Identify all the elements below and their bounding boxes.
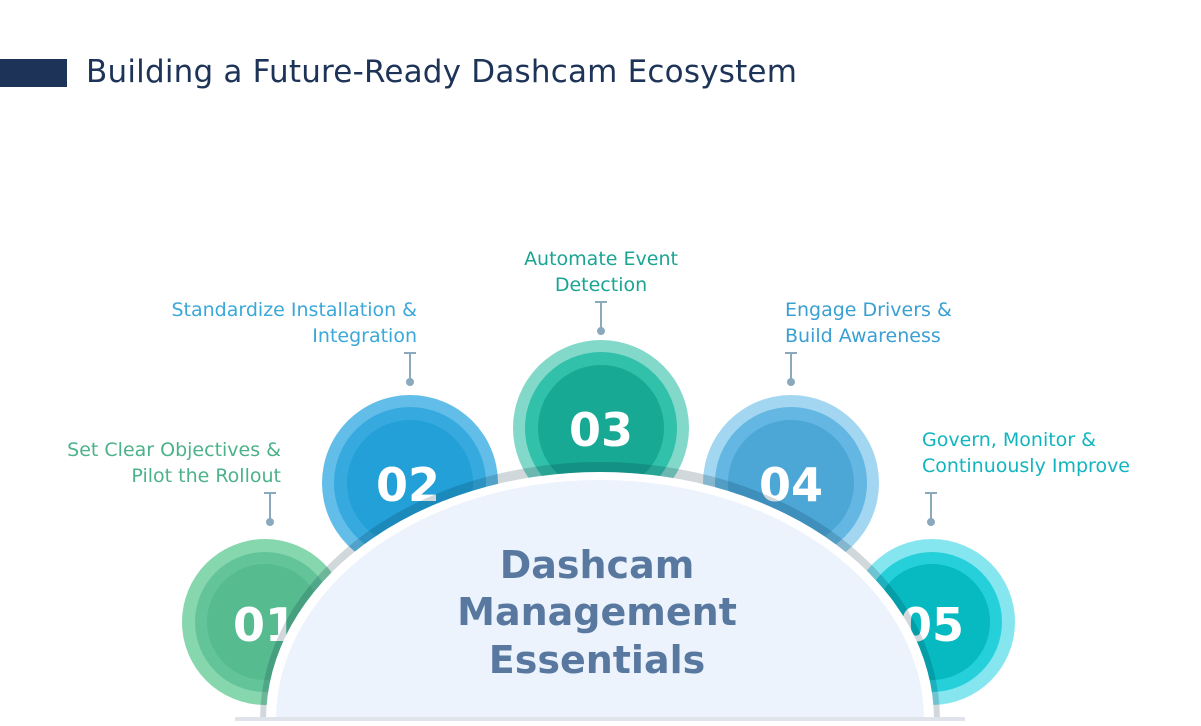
step-label-05: Govern, Monitor & Continuously Improve <box>922 429 1130 477</box>
step-label-01: Set Clear Objectives & Pilot the Rollout <box>67 439 281 487</box>
title-accent-bar <box>0 59 67 87</box>
svg-text:Govern, Monitor &: Govern, Monitor & <box>922 429 1096 451</box>
page-title: Building a Future-Ready Dashcam Ecosyste… <box>86 54 798 90</box>
center-dome <box>276 480 924 720</box>
base-line <box>235 717 965 721</box>
step-number-04: 04 <box>759 458 823 512</box>
step-label-03: Automate Event Detection <box>524 248 678 296</box>
svg-text:Build Awareness: Build Awareness <box>785 325 941 347</box>
connectors <box>264 301 937 526</box>
svg-text:Integration: Integration <box>312 325 417 347</box>
step-number-03: 03 <box>569 403 633 457</box>
center-title-line2: Management <box>457 590 737 634</box>
svg-text:Set Clear Objectives &: Set Clear Objectives & <box>67 439 281 461</box>
step-label-04: Engage Drivers & Build Awareness <box>785 299 952 347</box>
step-number-02: 02 <box>376 458 440 512</box>
svg-text:Automate Event: Automate Event <box>524 248 678 270</box>
svg-text:Continuously Improve: Continuously Improve <box>922 455 1130 477</box>
svg-text:Pilot the Rollout: Pilot the Rollout <box>131 465 281 487</box>
svg-text:Engage Drivers &: Engage Drivers & <box>785 299 952 321</box>
center-title-line1: Dashcam <box>500 543 695 587</box>
svg-text:Detection: Detection <box>555 274 647 296</box>
step-label-02: Standardize Installation & Integration <box>171 299 417 347</box>
svg-text:Standardize Installation &: Standardize Installation & <box>171 299 417 321</box>
center-title-line3: Essentials <box>489 638 706 682</box>
step-circle-03: 03 <box>513 340 689 516</box>
